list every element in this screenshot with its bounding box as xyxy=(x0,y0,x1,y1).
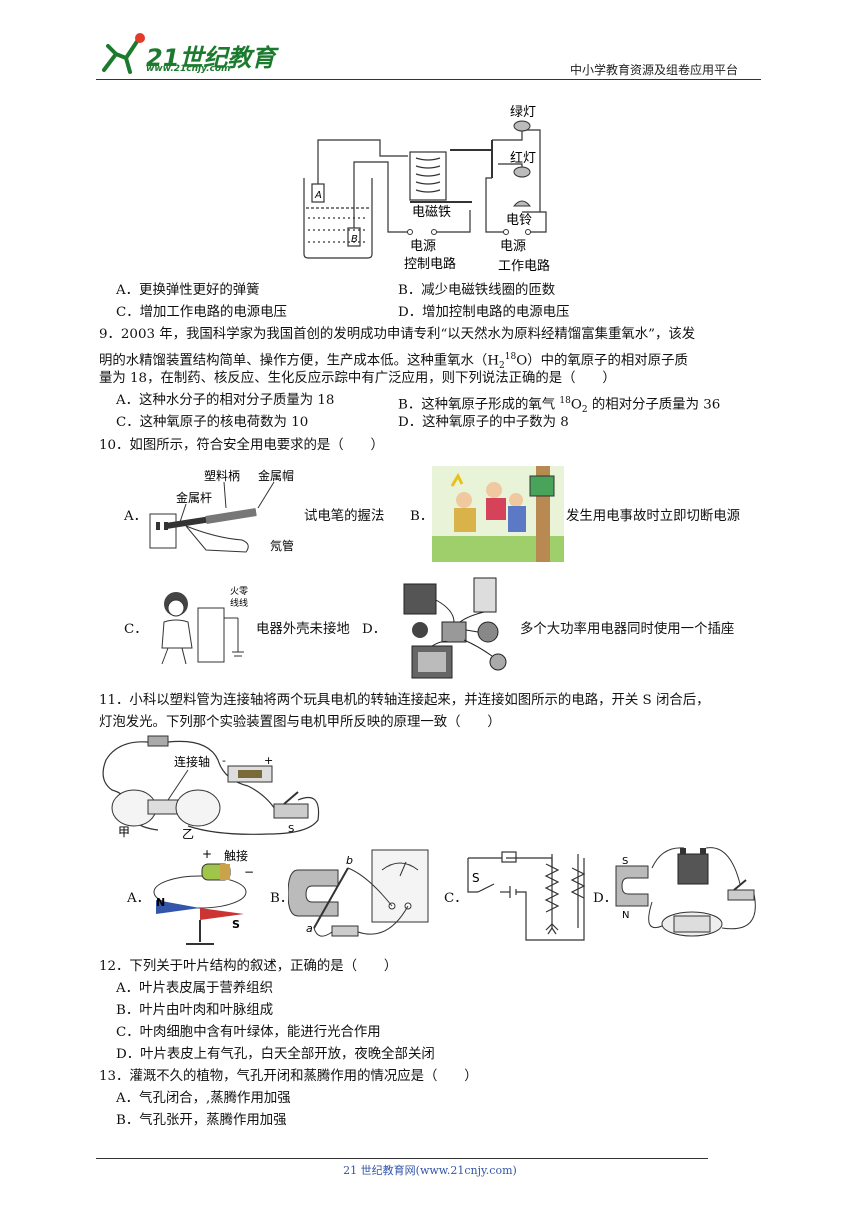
axis-label: 连接轴 xyxy=(174,754,210,769)
q11-option-b[interactable]: B． xyxy=(270,891,294,906)
q13-option-b[interactable]: B．气孔张开，蒸腾作用加强 xyxy=(116,1113,287,1128)
q11-line2: 灯泡发光。下列那个实验装置图与电机甲所反映的原理一致（ ） xyxy=(99,715,501,730)
q10-option-c-letter[interactable]: C． xyxy=(124,622,148,637)
ctrl-circuit-label: 控制电路 xyxy=(404,256,456,272)
q12-option-a[interactable]: A．叶片表皮属于营养组织 xyxy=(116,981,273,996)
cut-power-figure xyxy=(432,466,564,562)
fig-a-n: N xyxy=(156,896,165,909)
q12-option-c[interactable]: C．叶肉细胞中含有叶绿体，能进行光合作用 xyxy=(116,1025,381,1040)
work-circuit-label: 工作电路 xyxy=(498,258,550,274)
footer-rule xyxy=(96,1158,708,1159)
logo-url: www.21cnjy.com xyxy=(146,64,231,74)
footer-text: 21 世纪教育网(www.21cnjy.com) xyxy=(343,1164,517,1177)
motor-yi-label: 乙 xyxy=(182,827,194,840)
fig-c-s: S xyxy=(472,871,480,885)
q8-option-a[interactable]: A．更换弹性更好的弹簧 xyxy=(116,283,260,298)
q10-option-b-letter[interactable]: B． xyxy=(410,509,434,524)
q9-line3: 量为 18，在制药、核反应、生化反应示踪中有广泛应用，则下列说法正确的是（ ） xyxy=(99,371,616,386)
fig-b-a: a xyxy=(306,922,313,935)
fig-d-n: N xyxy=(622,910,629,921)
work-power-label: 电源 xyxy=(500,239,526,254)
q10-option-b-text: 发生用电事故时立即切断电源 xyxy=(566,509,741,524)
q9-option-d[interactable]: D．这种氧原子的中子数为 8 xyxy=(398,415,569,430)
q11-motors-figure: 连接轴 - + 甲 乙 S xyxy=(102,735,320,840)
q8-option-c[interactable]: C．增加工作电路的电源电压 xyxy=(116,305,287,320)
metal-rod-label: 金属杆 xyxy=(176,490,212,505)
fig-a-touch: 触接 xyxy=(224,848,248,863)
q13-stem: 13．灌溉不久的植物，气孔开闭和蒸腾作用的情况应是（ ） xyxy=(99,1069,478,1084)
ungrounded-appliance-figure: 火零 线线 xyxy=(161,586,248,665)
q10-option-d-text: 多个大功率用电器同时使用一个插座 xyxy=(520,622,735,637)
q8-option-d[interactable]: D．增加控制电路的电源电压 xyxy=(398,305,570,320)
fig-d-s: S xyxy=(622,856,628,867)
q12-option-d[interactable]: D．叶片表皮上有气孔，白天全部开放，夜晚全部关闭 xyxy=(116,1047,435,1062)
runner-logo-icon xyxy=(102,33,145,74)
q9-line2: 明的水精馏装置结构简单、操作方便，生产成本低。这种重氧水（H218O）中的氧原子… xyxy=(99,352,688,372)
q8-option-b[interactable]: B．减少电磁铁线圈的匝数 xyxy=(398,283,556,298)
q11-fig-b: b a xyxy=(288,849,429,937)
ctrl-power-label: 电源 xyxy=(410,239,436,254)
fig-a-minus: − xyxy=(244,865,254,879)
fig-b-b: b xyxy=(346,854,353,867)
electrode-a-label: A xyxy=(314,190,322,201)
q11-option-d[interactable]: D． xyxy=(593,891,618,906)
battery-plus: + xyxy=(264,754,273,767)
q11-fig-c: S xyxy=(467,851,586,941)
fire-zero-label: 火零 xyxy=(230,586,248,597)
bell-label: 电铃 xyxy=(506,213,532,228)
neon-tube-label: 氖管 xyxy=(270,538,294,553)
platform-name: 中小学教育资源及组卷应用平台 xyxy=(570,63,739,77)
metal-cap-label: 金属帽 xyxy=(258,468,294,483)
q10-option-a-text: 试电笔的握法 xyxy=(304,509,385,524)
battery-minus: - xyxy=(222,754,226,767)
q11-option-c[interactable]: C． xyxy=(444,891,468,906)
q12-option-b[interactable]: B．叶片由叶肉和叶脉组成 xyxy=(116,1003,274,1018)
line-label: 线线 xyxy=(230,597,248,609)
q10-option-c-text: 电器外壳未接地 xyxy=(256,622,350,637)
q9-line1: 9．2003 年，我国科学家为我国首创的发明成功申请专利“以天然水为原料经精馏富… xyxy=(99,327,696,342)
switch-s-label: S xyxy=(288,824,294,835)
q11-option-a[interactable]: A． xyxy=(127,891,151,906)
fig-a-s: S xyxy=(232,918,240,931)
fig-a-plus: + xyxy=(202,847,212,861)
plastic-handle-label: 塑料柄 xyxy=(204,468,240,483)
q11-fig-d: S N xyxy=(615,847,756,937)
q10-option-d-letter[interactable]: D． xyxy=(362,622,387,637)
q9-option-a[interactable]: A．这种水分子的相对分子质量为 18 xyxy=(116,393,335,408)
motor-jia-label: 甲 xyxy=(118,825,130,839)
green-lamp-label: 绿灯 xyxy=(510,105,536,120)
q10-option-a-letter[interactable]: A． xyxy=(124,509,148,524)
overloaded-socket-figure xyxy=(403,577,507,679)
q9-option-c[interactable]: C．这种氧原子的核电荷数为 10 xyxy=(116,415,309,430)
q12-stem: 12．下列关于叶片结构的叙述，正确的是（ ） xyxy=(99,959,398,974)
q9-option-b[interactable]: B．这种氧原子形成的氧气 18O2 的相对分子质量为 36 xyxy=(398,396,721,416)
electrode-b-label: B xyxy=(351,234,358,245)
red-lamp-label: 红灯 xyxy=(510,150,536,166)
q11-line1: 11．小科以塑料管为连接轴将两个玩具电机的转轴连接起来，并连接如图所示的电路，开… xyxy=(99,693,710,708)
logo-main: 21世纪教育 xyxy=(146,44,276,72)
q13-option-a[interactable]: A．气孔闭合，,蒸腾作用加强 xyxy=(116,1091,291,1106)
q10-stem: 10．如图所示，符合安全用电要求的是（ ） xyxy=(99,438,384,453)
q8-circuit-figure: 绿灯 红灯 电磁铁 电铃 电源 控制电路 电源 工作电路 A B xyxy=(303,105,550,274)
test-pen-figure: 塑料柄 金属帽 金属杆 氖管 xyxy=(149,468,294,553)
header-rule xyxy=(96,79,761,80)
q11-fig-a: + 触接 − N S xyxy=(153,847,254,945)
electromagnet-label: 电磁铁 xyxy=(412,205,451,220)
